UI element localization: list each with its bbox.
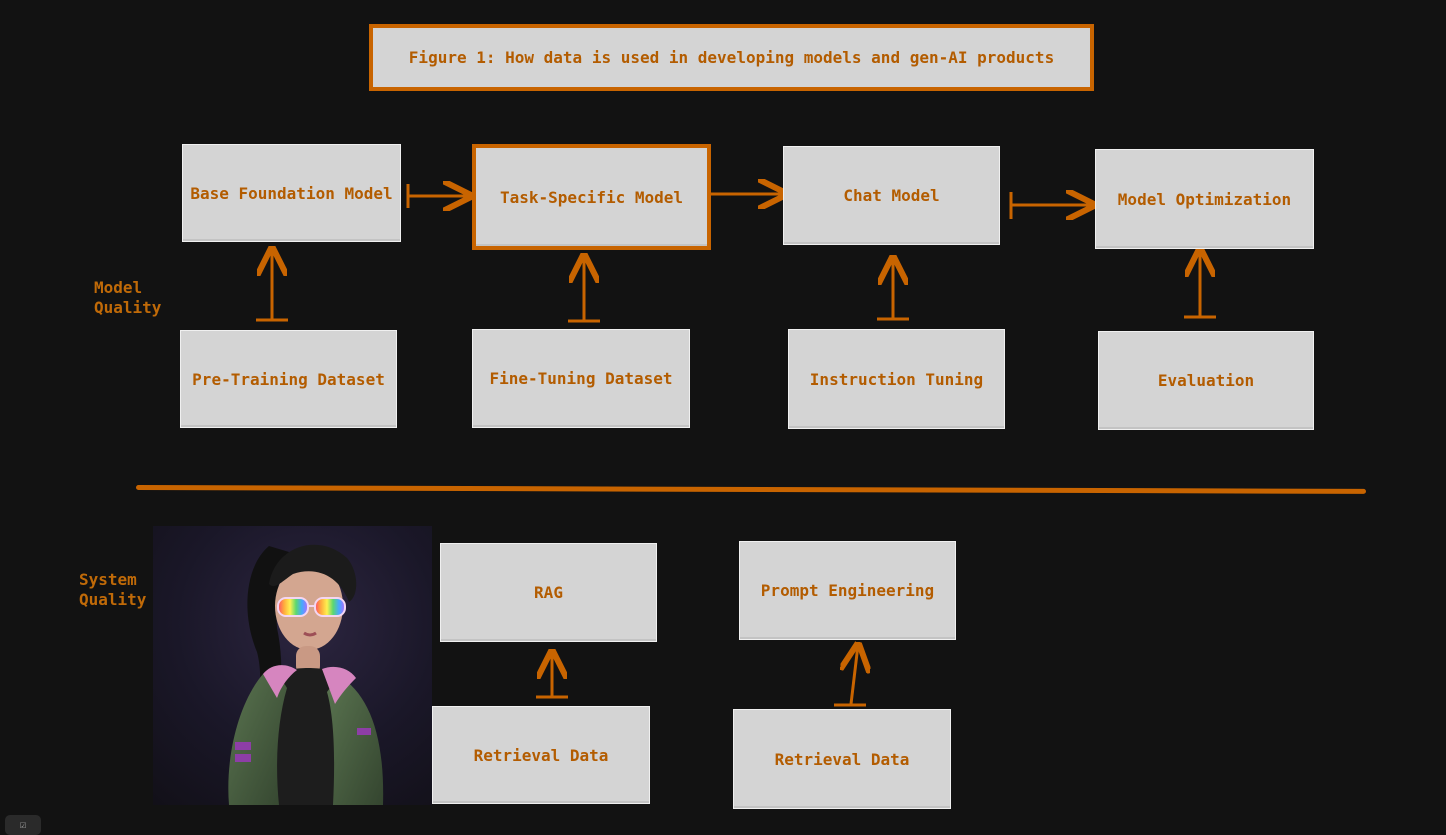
- dataset-node-finetuning: Fine-Tuning Dataset: [472, 329, 690, 428]
- avatar-illustration: [153, 526, 432, 805]
- system-input-retrieval-data-prompt: Retrieval Data: [733, 709, 951, 809]
- dataset-flow-arrows: [256, 249, 1216, 323]
- system-flow-arrows: [536, 645, 866, 707]
- model-node-task-specific: Task-Specific Model: [472, 144, 711, 250]
- checkbox-icon[interactable]: ☑: [5, 815, 41, 835]
- system-input-retrieval-data-rag: Retrieval Data: [432, 706, 650, 804]
- figure-title: Figure 1: How data is used in developing…: [369, 24, 1094, 91]
- dataset-node-evaluation: Evaluation: [1098, 331, 1314, 430]
- arrow-retrieval-to-prompt: [851, 645, 858, 705]
- system-node-prompt-engineering: Prompt Engineering: [739, 541, 956, 640]
- system-node-rag: RAG: [440, 543, 657, 642]
- model-node-chat: Chat Model: [783, 146, 1000, 245]
- model-flow-arrows: [406, 184, 1093, 219]
- dataset-node-instruction-tuning: Instruction Tuning: [788, 329, 1005, 429]
- model-node-optimization: Model Optimization: [1095, 149, 1314, 249]
- avatar-icon: [228, 544, 384, 805]
- model-node-base-foundation: Base Foundation Model: [182, 144, 401, 242]
- system-quality-label: System Quality: [79, 570, 147, 609]
- dataset-node-pretraining: Pre-Training Dataset: [180, 330, 397, 428]
- model-quality-label: Model Quality: [94, 278, 162, 317]
